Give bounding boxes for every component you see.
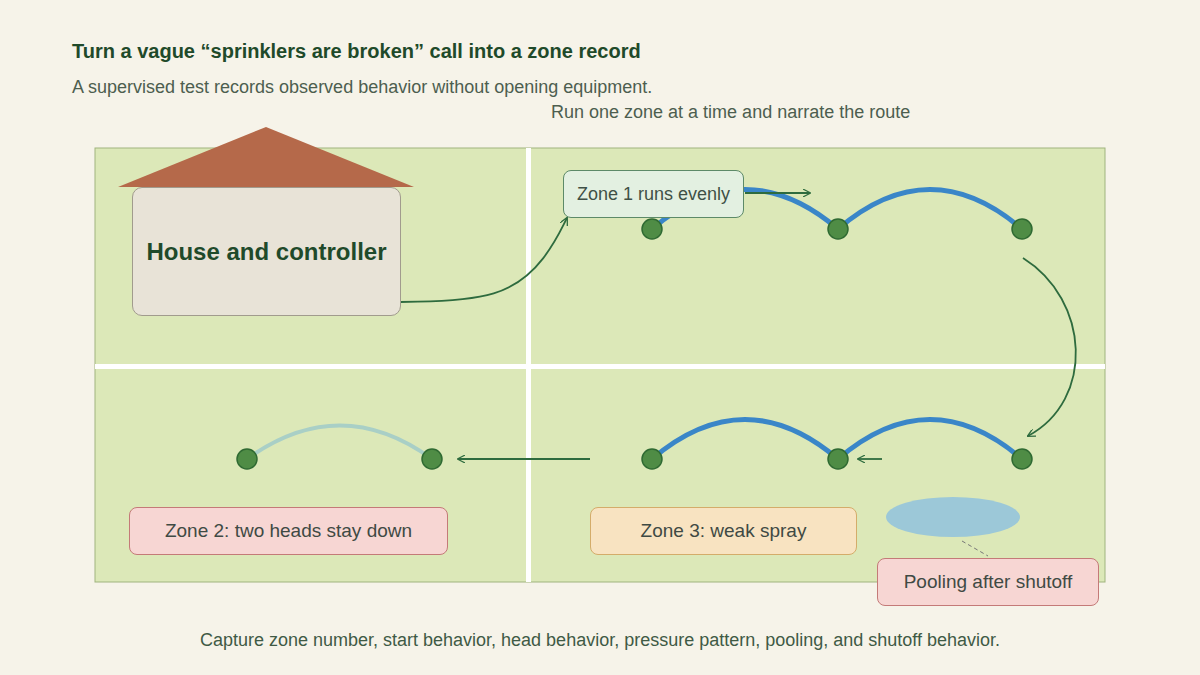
route-arrow xyxy=(401,218,567,302)
spray-arc xyxy=(652,420,838,460)
node-text: House and controller xyxy=(146,238,386,266)
node-text: Zone 1 runs evenly xyxy=(577,184,730,205)
title: Turn a vague “sprinklers are broken” cal… xyxy=(72,40,641,63)
node-text: Pooling after shutoff xyxy=(904,571,1073,593)
route-note: Run one zone at a time and narrate the r… xyxy=(551,102,910,123)
node-text: Zone 2: two heads stay down xyxy=(165,520,412,542)
route-arrows xyxy=(458,193,1076,459)
callout-box: Pooling after shutoff xyxy=(877,558,1099,606)
spray-arc xyxy=(838,190,1022,230)
spray-arc xyxy=(838,420,1022,460)
weak-spray-arc xyxy=(247,426,432,460)
water-pool xyxy=(886,497,1020,537)
subtitle: A supervised test records observed behav… xyxy=(72,77,652,98)
zone-divider xyxy=(95,364,1105,369)
zone-label: Zone 2: two heads stay down xyxy=(129,507,448,555)
zone-label: Zone 1 runs evenly xyxy=(563,170,744,218)
caption: Capture zone number, start behavior, hea… xyxy=(200,630,1000,651)
house-roof xyxy=(118,127,414,187)
house-box: House and controller xyxy=(132,187,400,316)
zone-label: Zone 3: weak spray xyxy=(590,507,857,555)
lawn xyxy=(95,148,1105,582)
leader-line xyxy=(962,541,988,556)
node-text: Zone 3: weak spray xyxy=(641,520,807,542)
